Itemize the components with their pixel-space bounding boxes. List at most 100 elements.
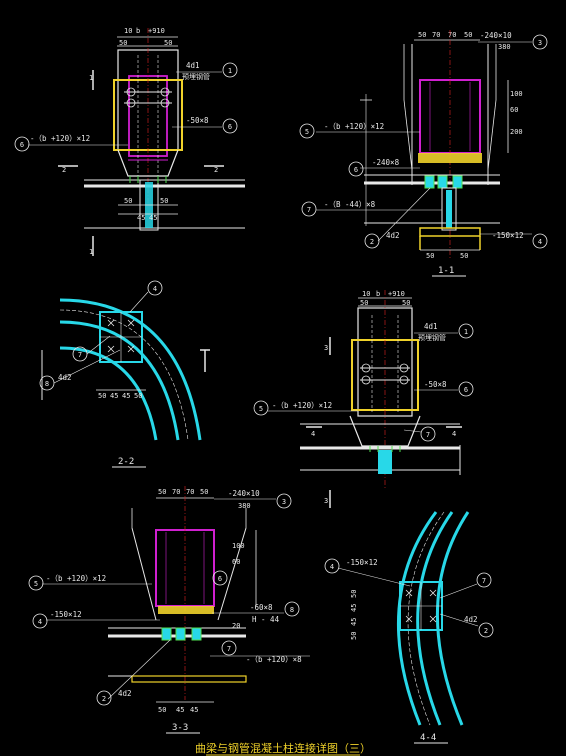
d22-bubble-4: 4	[153, 285, 157, 293]
d33-bar: 4d2	[118, 689, 132, 698]
d33-rdim-0: 100	[232, 542, 245, 550]
d33-dim-2: 70	[186, 488, 194, 496]
d1-cut-2a: 2	[62, 166, 66, 174]
d3-bubble-7: 7	[426, 431, 430, 439]
d33-bubble-2: 2	[102, 695, 106, 703]
d3-dim-3: 50	[360, 299, 368, 307]
d44-dim-3: 50	[350, 590, 358, 598]
d3-cut-4b: 4	[452, 430, 456, 438]
d1-bdim-3: 45	[149, 214, 157, 222]
d11-dim-0: 50	[418, 31, 426, 39]
d3-cut-4a: 4	[311, 430, 315, 438]
d11-plate-d: -（B -44）×8	[324, 200, 376, 209]
d44-dim-2: 45	[350, 604, 358, 612]
d3-cut-3b: 3	[324, 497, 328, 505]
d11-bar: 4d2	[386, 231, 400, 240]
d33-bdim-0: 50	[158, 706, 166, 714]
d3-bubble-1: 1	[464, 328, 468, 336]
d33-plate-a: -240×10	[228, 489, 260, 498]
d3-dim-0: 10	[362, 290, 370, 298]
d11-dim-3: 50	[464, 31, 472, 39]
d33-bubble-4: 4	[38, 618, 42, 626]
d3-cut-3a: 3	[324, 344, 328, 352]
d22-section-title: 2-2	[118, 457, 134, 467]
d11-rdim-0: 100	[510, 90, 523, 98]
d1-cut-1b: 1	[89, 248, 93, 256]
d33-dim-1: 70	[172, 488, 180, 496]
d11-dim-1: 70	[432, 31, 440, 39]
d3-plate1: -50×8	[424, 380, 447, 389]
d1-dim-3: 50	[119, 39, 127, 47]
d33-bdim-1: 45	[176, 706, 184, 714]
d33-dim-3: 50	[200, 488, 208, 496]
detail-section-4-4: 50 45 45 50 -150×12 4 7 4d2 2 4-4	[324, 511, 494, 744]
d11-bdim-1: 50	[460, 252, 468, 260]
d1-dim-0: 10	[124, 27, 132, 35]
d11-bdim-0: 50	[426, 252, 434, 260]
d1-cut-2b: 2	[214, 166, 218, 174]
d33-rdim-1: 60	[232, 558, 240, 566]
detail-elevation-3: 10 b +910 50 50 4d1 预埋钢管 1 -50×8	[253, 290, 474, 508]
d44-plate: -150×12	[346, 558, 378, 567]
d33-bdim-2: 45	[190, 706, 198, 714]
d11-rdim-2: 200	[510, 128, 523, 136]
d33-bubble-3: 3	[282, 498, 286, 506]
d3-dim-2: +910	[388, 290, 405, 298]
d1-cut-1a: 1	[89, 74, 93, 82]
d44-bubble-7: 7	[482, 577, 486, 585]
d3-dim-1: b	[376, 290, 380, 298]
d33-plate-e: -（b +120）×8	[246, 655, 302, 664]
d33-dim-0: 50	[158, 488, 166, 496]
d22-dim-3: 50	[134, 392, 142, 400]
d11-plate-a2: 380	[498, 43, 511, 51]
d33-plate-b: -（b +120）×12	[46, 574, 106, 583]
d33-bubble-5: 5	[34, 580, 38, 588]
d22-bubble-8: 8	[45, 380, 49, 388]
d1-dim-1: b	[136, 27, 140, 35]
d33-rdim-2: 20	[232, 622, 240, 630]
d22-dim-1: 45	[110, 392, 118, 400]
d11-bubble-5: 5	[305, 128, 309, 136]
d11-plate-c: -240×8	[372, 158, 400, 167]
d1-plate1: -50×8	[186, 116, 209, 125]
d11-dim-2: 70	[448, 31, 456, 39]
d11-bubble-3: 3	[538, 39, 542, 47]
d44-bar: 4d2	[464, 615, 478, 624]
d44-dim-1: 45	[350, 618, 358, 626]
detail-section-1-1: 50 70 70 50 -240×10 380 3	[299, 30, 548, 277]
d11-bubble-6: 6	[354, 166, 358, 174]
d11-bubble-4: 4	[538, 238, 542, 246]
d11-rdim-1: 60	[510, 106, 518, 114]
d1-bdim-1: 50	[160, 197, 168, 205]
d11-plate-a: -240×10	[480, 31, 512, 40]
d44-bubble-4: 4	[330, 563, 334, 571]
d1-bdim-2: 45	[137, 214, 145, 222]
d33-bubble-6: 6	[218, 575, 222, 583]
d11-section-title: 1-1	[438, 266, 454, 276]
d11-bubble-7: 7	[307, 206, 311, 214]
d1-pipe-label-b: 预埋钢管	[182, 72, 210, 81]
d44-section-title: 4-4	[420, 733, 436, 743]
d22-dim-0: 50	[98, 392, 106, 400]
d11-plate-e: -150×12	[492, 231, 524, 240]
d33-plate-d: -60×8	[250, 603, 273, 612]
d1-bubble-6a: 6	[228, 123, 232, 131]
d33-bubble-8: 8	[290, 606, 294, 614]
d1-bubble-6b: 6	[20, 141, 24, 149]
d33-bubble-7: 7	[227, 645, 231, 653]
detail-section-2-2: 50 45 45 50 4 7 8 4d2 2-2	[39, 280, 210, 468]
d33-plate-d2: H - 44	[252, 615, 280, 624]
d3-dim-4: 50	[402, 299, 410, 307]
d1-pipe-label-a: 4d1	[186, 61, 200, 70]
d33-plate-a2: 380	[238, 502, 251, 510]
d22-bubble-7: 7	[78, 351, 82, 359]
d3-plate2: -（b +120）×12	[272, 401, 332, 410]
d1-plate2: -（b +120）×12	[30, 134, 90, 143]
d33-section-title: 3-3	[172, 723, 188, 733]
d33-plate-c: -150×12	[50, 610, 82, 619]
d1-dim-2: +910	[148, 27, 165, 35]
sheet-title: 曲梁与钢管混凝土柱连接详图（三）	[195, 741, 371, 755]
d1-bdim-0: 50	[124, 197, 132, 205]
d3-bubble-5: 5	[259, 405, 263, 413]
